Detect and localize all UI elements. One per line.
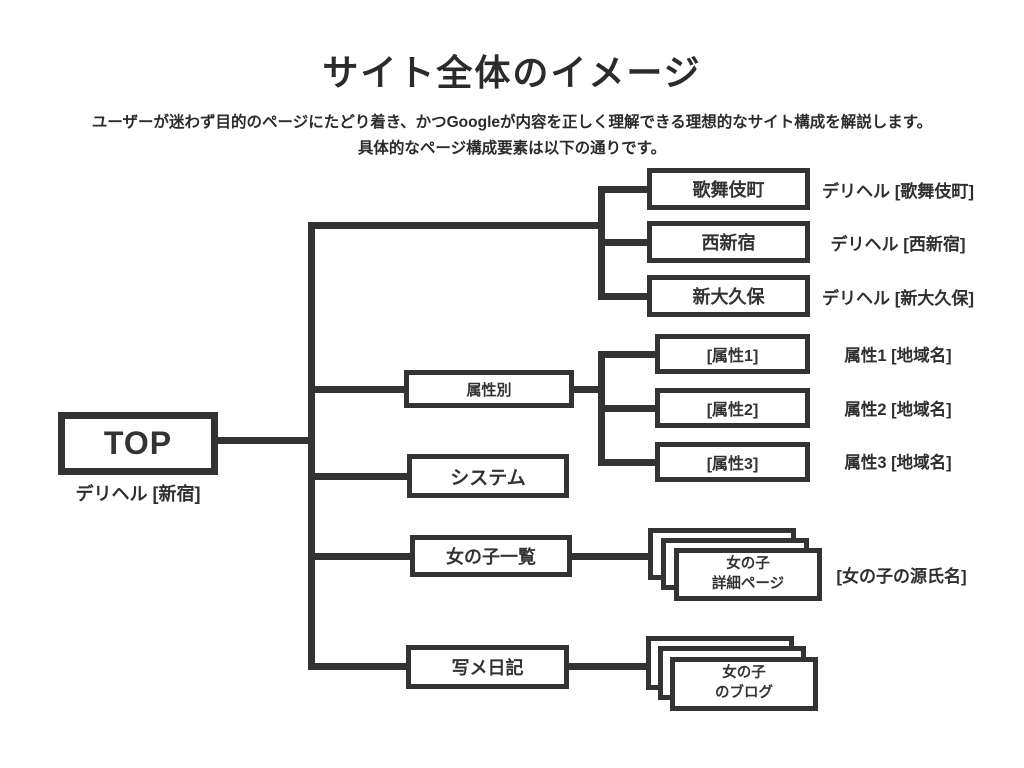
- connector-district-stub-1: [598, 186, 653, 193]
- connector-attribute-stub-2: [598, 405, 657, 412]
- node-top: TOP: [58, 412, 218, 475]
- connector-photo-diary-right: [569, 663, 651, 670]
- connector-system-branch: [308, 473, 410, 480]
- page-subtitle: ユーザーが迷わず目的のページにたどり着き、かつGoogleが内容を正しく理解でき…: [91, 114, 933, 157]
- node-top-label: TOP: [103, 425, 173, 461]
- node-photo-diary-label: 写メ日記: [451, 658, 524, 678]
- page-title: サイト全体のイメージ: [322, 52, 702, 93]
- node-attribute-2: [属性2]: [655, 388, 810, 428]
- connector-district-branch: [308, 222, 605, 229]
- node-kabukicho-label: 歌舞伎町: [692, 180, 765, 200]
- annotation-attribute-2: 属性2 [地域名]: [844, 401, 952, 419]
- node-attribute-3: [属性3]: [655, 442, 810, 482]
- connector-girl-list-right: [572, 553, 652, 560]
- node-system: システム: [407, 454, 569, 498]
- node-attribute-1: [属性1]: [655, 334, 810, 374]
- node-nishishinjuku: 西新宿: [647, 221, 810, 263]
- connector-attribute-stub-1: [598, 351, 657, 358]
- node-attribute-parent-label: 属性別: [466, 381, 512, 399]
- girl-blog-line1: 女の子: [722, 665, 766, 682]
- connector-district-stub-2: [598, 239, 653, 246]
- node-girl-list: 女の子一覧: [410, 535, 572, 577]
- node-system-label: システム: [450, 467, 526, 489]
- stack-girl-detail-front: 女の子 詳細ページ: [674, 548, 822, 601]
- node-attribute-2-label: [属性2]: [706, 402, 759, 419]
- node-shinokubo: 新大久保: [647, 275, 810, 317]
- connector-photo-diary-branch: [308, 663, 409, 670]
- node-kabukicho: 歌舞伎町: [647, 168, 810, 210]
- annotation-kabukicho: デリヘル [歌舞伎町]: [821, 181, 975, 201]
- node-photo-diary: 写メ日記: [406, 645, 569, 689]
- node-nishishinjuku-label: 西新宿: [701, 233, 756, 253]
- girl-detail-line2: 詳細ページ: [711, 575, 785, 592]
- node-shinokubo-label: 新大久保: [692, 287, 765, 307]
- girl-detail-line1: 女の子: [726, 555, 770, 572]
- girl-blog-line2: のブログ: [715, 685, 773, 701]
- connector-district-stub-3: [598, 293, 653, 300]
- node-top-caption: デリヘル [新宿]: [75, 484, 201, 504]
- annotation-attribute-3: 属性3 [地域名]: [844, 454, 952, 472]
- connector-top-to-trunk: [214, 437, 314, 444]
- node-attribute-1-label: [属性1]: [706, 348, 759, 365]
- annotation-girl-name: [女の子の源氏名]: [836, 566, 967, 586]
- annotation-shinokubo: デリヘル [新大久保]: [821, 288, 975, 308]
- connector-attribute-parent-right: [570, 386, 605, 393]
- stack-girl-blog-front: 女の子 のブログ: [670, 657, 818, 711]
- connector-girl-list-branch: [308, 553, 413, 560]
- annotation-attribute-1: 属性1 [地域名]: [844, 347, 952, 365]
- connector-trunk: [308, 222, 315, 670]
- node-girl-list-label: 女の子一覧: [446, 547, 536, 567]
- node-attribute-parent: 属性別: [404, 370, 574, 408]
- connector-attribute-branch: [308, 386, 408, 393]
- annotation-nishishinjuku: デリヘル [西新宿]: [830, 234, 966, 254]
- connector-attribute-stub-3: [598, 459, 657, 466]
- node-attribute-3-label: [属性3]: [706, 456, 759, 473]
